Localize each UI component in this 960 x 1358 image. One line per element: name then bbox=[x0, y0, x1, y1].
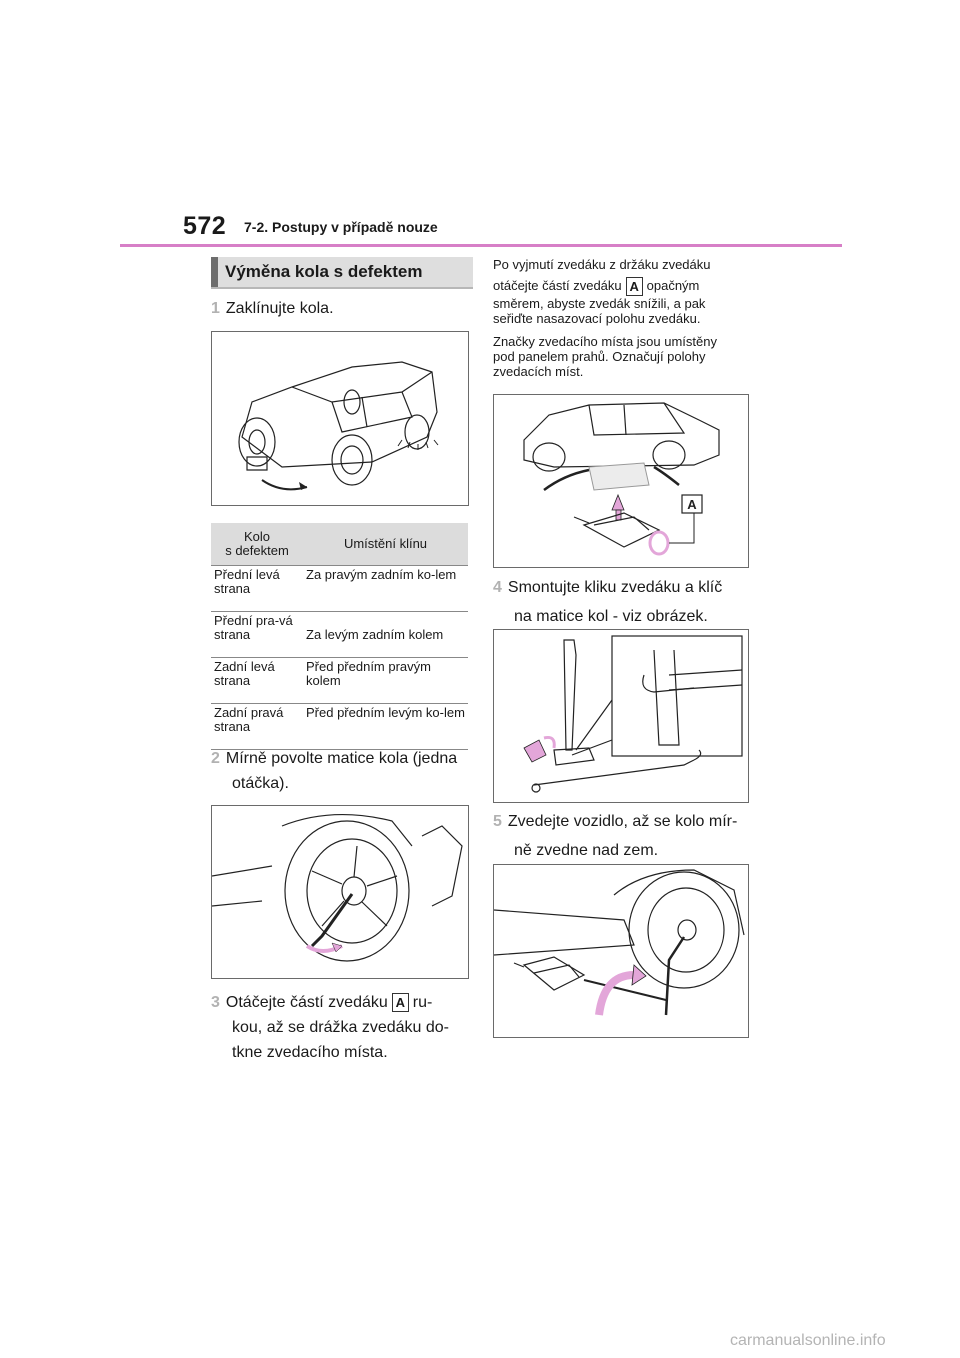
step-text-line: otáčka). bbox=[232, 775, 289, 792]
figure-jack-points: A bbox=[493, 394, 749, 568]
raise-vehicle-illustration bbox=[494, 869, 745, 1016]
step-text-line: tkne zvedacího místa. bbox=[232, 1044, 388, 1061]
wedge-position-table: Kolo s defektem Umístění klínu Přední le… bbox=[211, 523, 468, 750]
note-line: pod panelem prahů. Označují polohy bbox=[493, 349, 706, 364]
step-text-line: Otáčejte částí zvedáku bbox=[225, 994, 388, 1011]
note-line: seřiďte nasazovací polohu zvedáku. bbox=[493, 311, 701, 326]
step-number: 3 bbox=[211, 994, 220, 1011]
table-cell: Za levým zadním kolem bbox=[303, 611, 468, 658]
step-text-line: ru- bbox=[412, 994, 433, 1011]
table-row: Přední levá strana Za pravým zadním ko-l… bbox=[211, 565, 468, 612]
note-line: otáčejte částí zvedáku bbox=[493, 277, 622, 293]
table-header-wedge: Umístění klínu bbox=[303, 523, 468, 566]
heading-bar bbox=[211, 257, 218, 287]
table-header-row: Kolo s defektem Umístění klínu bbox=[211, 523, 468, 566]
step-2: 2 Mírně povolte matice kola (jedna otáčka… bbox=[211, 746, 457, 796]
table-cell: Zadní pravá strana bbox=[211, 703, 303, 750]
section-heading: Výměna kola s defektem bbox=[211, 257, 473, 289]
table-row: Zadní levá strana Před předním pravým ko… bbox=[211, 657, 468, 704]
step-text-line: kou, až se drážka zvedáku do- bbox=[232, 1019, 450, 1036]
step-text-line: na matice kol - viz obrázek. bbox=[514, 608, 708, 625]
table-cell: Před předním levým ko-lem bbox=[303, 703, 468, 750]
note-line: opačným bbox=[646, 277, 700, 293]
step-text-line: ně zvedne nad zem. bbox=[514, 842, 659, 859]
jack-points-illustration: A bbox=[523, 402, 720, 556]
step-number: 2 bbox=[211, 750, 220, 767]
note-line: Po vyjmutí zvedáku z držáku zvedáku bbox=[493, 257, 711, 272]
jack-point-note: Značky zvedacího místa jsou umístěny pod… bbox=[493, 334, 753, 379]
figure-loosen-nuts bbox=[211, 805, 469, 979]
watermark: carmanualsonline.info bbox=[730, 1332, 886, 1349]
table-cell: Před předním pravým kolem bbox=[303, 657, 468, 704]
table-cell: Za pravým zadním ko-lem bbox=[303, 565, 468, 612]
figure-assemble-crank bbox=[493, 629, 749, 803]
heading-text: Výměna kola s defektem bbox=[225, 262, 423, 281]
step-text-line: Zvedejte vozidlo, až se kolo mír- bbox=[507, 813, 738, 830]
table-cell: Přední pra-vá strana bbox=[211, 611, 303, 658]
section-title: 7-2. Postupy v případě nouze bbox=[244, 219, 438, 235]
label-a: A bbox=[391, 993, 409, 1013]
table-row: Přední pra-vá strana Za levým zadním kol… bbox=[211, 611, 468, 658]
step-number: 5 bbox=[493, 813, 502, 830]
table-cell: Přední levá strana bbox=[211, 565, 303, 612]
page-number: 572 bbox=[183, 212, 227, 240]
step-text: Zaklínujte kola. bbox=[225, 300, 334, 317]
figure-car-wedge bbox=[211, 331, 469, 506]
step-4: 4 Smontujte kliku zvedáku a klíč na matic… bbox=[493, 575, 722, 629]
note-line: směrem, abyste zvedák snížili, a pak bbox=[493, 296, 706, 311]
figure-raise-vehicle bbox=[493, 864, 749, 1038]
step-number: 4 bbox=[493, 579, 502, 596]
header-rule bbox=[120, 244, 842, 247]
note-line: zvedacích míst. bbox=[493, 364, 584, 379]
step-5: 5 Zvedejte vozidlo, až se kolo mír- ně zv… bbox=[493, 809, 737, 863]
table-header-wheel: Kolo s defektem bbox=[211, 523, 303, 566]
step-text-line: Mírně povolte matice kola (jedna bbox=[225, 750, 458, 767]
step-number: 1 bbox=[211, 300, 220, 317]
loosen-nuts-illustration bbox=[212, 813, 463, 962]
label-a: A bbox=[625, 277, 643, 296]
step-1: 1 Zaklínujte kola. bbox=[211, 296, 334, 321]
note-line: Značky zvedacího místa jsou umístěny bbox=[493, 334, 717, 349]
table-row: Zadní pravá strana Před předním levým ko… bbox=[211, 703, 468, 750]
jack-note: Po vyjmutí zvedáku z držáku zvedáku otáč… bbox=[493, 257, 753, 326]
assemble-crank-illustration bbox=[523, 635, 743, 793]
car-wedge-illustration bbox=[238, 361, 439, 491]
figure-label-a: A bbox=[687, 497, 697, 512]
step-text-line: Smontujte kliku zvedáku a klíč bbox=[507, 579, 723, 596]
table-cell: Zadní levá strana bbox=[211, 657, 303, 704]
